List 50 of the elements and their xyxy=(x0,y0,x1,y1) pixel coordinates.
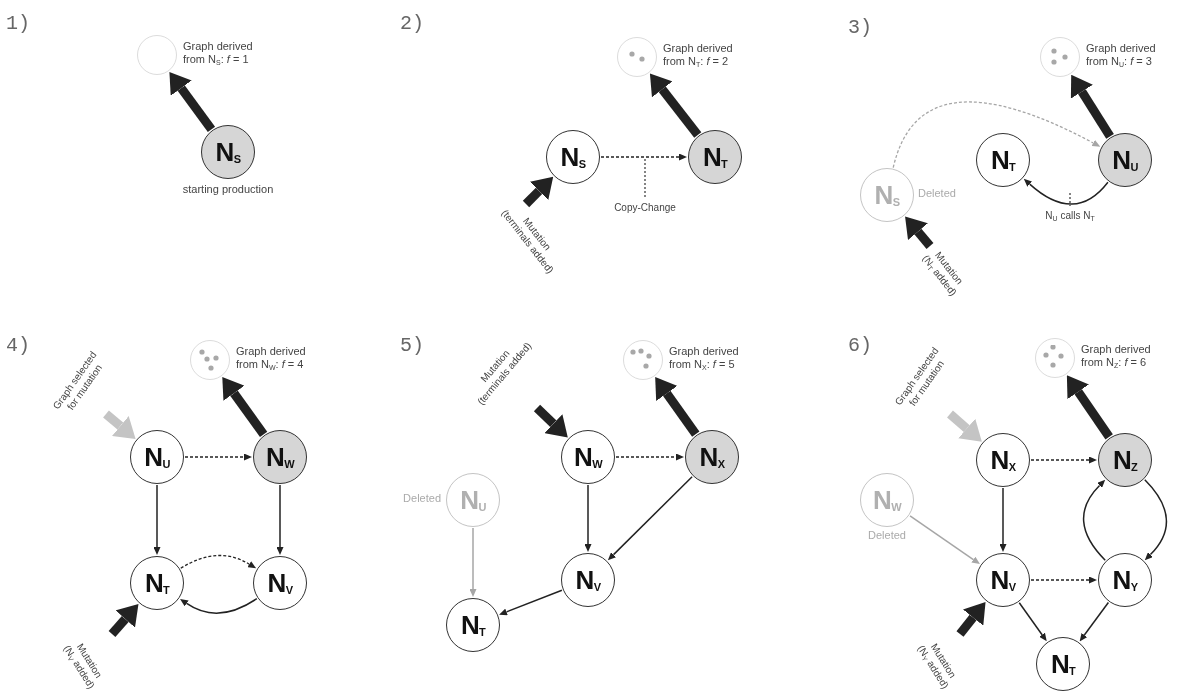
dashed-arrow xyxy=(600,153,687,161)
thick-arrow xyxy=(655,377,700,437)
arrow xyxy=(276,484,284,555)
arrow xyxy=(607,475,693,561)
thick-arrow xyxy=(108,604,139,637)
arrow xyxy=(1082,479,1106,561)
arrow xyxy=(909,515,980,565)
edge-label: N$_{U}$ calls N$_{T}$ xyxy=(1044,210,1096,222)
dashed-arrow xyxy=(184,453,252,461)
panel-number: 5) xyxy=(400,336,424,356)
thick-arrow xyxy=(956,601,986,637)
panel-number: 2) xyxy=(400,14,424,34)
panel-number: 1) xyxy=(6,14,30,34)
node-caption: Deleted xyxy=(867,529,907,542)
node-caption: Graph derived from N$_{X}$: f = 5 xyxy=(669,345,740,371)
arrow xyxy=(179,597,258,614)
thick-arrow xyxy=(947,410,982,442)
dashed-arrow xyxy=(1030,576,1097,584)
thick-arrow xyxy=(1066,375,1113,440)
node-caption: Graph derived from N$_{T}$: f = 2 xyxy=(663,42,734,68)
node-caption: Graph derived from N$_{U}$: f = 3 xyxy=(1086,42,1157,68)
arrow xyxy=(153,484,161,555)
panel-number: 6) xyxy=(848,336,872,356)
thick-arrow xyxy=(905,216,934,249)
node-caption: Graph derived from N$_{Z}$: f = 6 xyxy=(1081,343,1152,369)
thick-arrow xyxy=(169,71,216,133)
edge-label: Copy-Change xyxy=(613,202,677,214)
node-caption: Graph derived from N$_{W}$: f = 4 xyxy=(236,345,307,371)
node-caption: Deleted xyxy=(402,492,441,505)
dashed-arrow xyxy=(615,453,684,461)
thick-arrow xyxy=(649,73,702,138)
thick-arrow xyxy=(533,404,568,438)
arrow xyxy=(469,527,477,597)
dashed-arrow xyxy=(180,554,257,569)
arrow xyxy=(1023,179,1109,205)
panel-number: 4) xyxy=(6,336,30,356)
node-caption: Graph derived from N$_{S}$: f = 1 xyxy=(183,40,254,66)
thick-arrow xyxy=(103,410,136,439)
arrow xyxy=(584,484,592,552)
thick-arrow xyxy=(522,176,554,208)
arrow xyxy=(1018,602,1047,642)
arrow xyxy=(1144,479,1168,561)
thick-arrow xyxy=(222,377,268,437)
arrow xyxy=(1079,601,1110,642)
panel-number: 3) xyxy=(848,18,872,38)
arrow xyxy=(499,589,563,616)
node-caption: starting production xyxy=(181,183,275,196)
arrow xyxy=(999,487,1007,552)
node-caption: Deleted xyxy=(918,187,957,200)
dashed-arrow xyxy=(1030,456,1097,464)
